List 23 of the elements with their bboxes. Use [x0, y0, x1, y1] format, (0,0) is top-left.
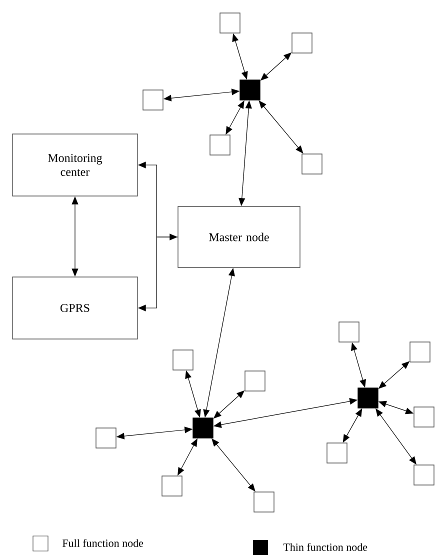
full-function-node: [302, 154, 322, 174]
process-box: GPRS: [12, 276, 138, 340]
full-function-node: [142, 90, 164, 110]
legend-text: Thin function node: [283, 543, 368, 551]
thin-function-node: [358, 388, 378, 408]
full-function-node: [410, 342, 430, 362]
full-function-node: [162, 476, 182, 496]
full-function-node: [326, 442, 348, 464]
thin-function-node: [192, 418, 214, 438]
full-function-node: [254, 492, 274, 512]
full-function-node: [414, 464, 434, 486]
full-function-node: [220, 12, 240, 34]
full-function-node: [292, 32, 312, 54]
full-function-node: [96, 428, 116, 448]
process-box: Master node: [178, 206, 300, 268]
full-function-node: [244, 370, 266, 392]
full-function-node: [338, 322, 360, 342]
full-function-node: [172, 350, 194, 370]
full-function-node: [210, 134, 230, 156]
thin-function-node: [240, 80, 260, 100]
process-box: Monitoring center: [12, 134, 138, 196]
legend-text: Full function node: [62, 539, 144, 547]
full-function-node: [414, 406, 434, 428]
